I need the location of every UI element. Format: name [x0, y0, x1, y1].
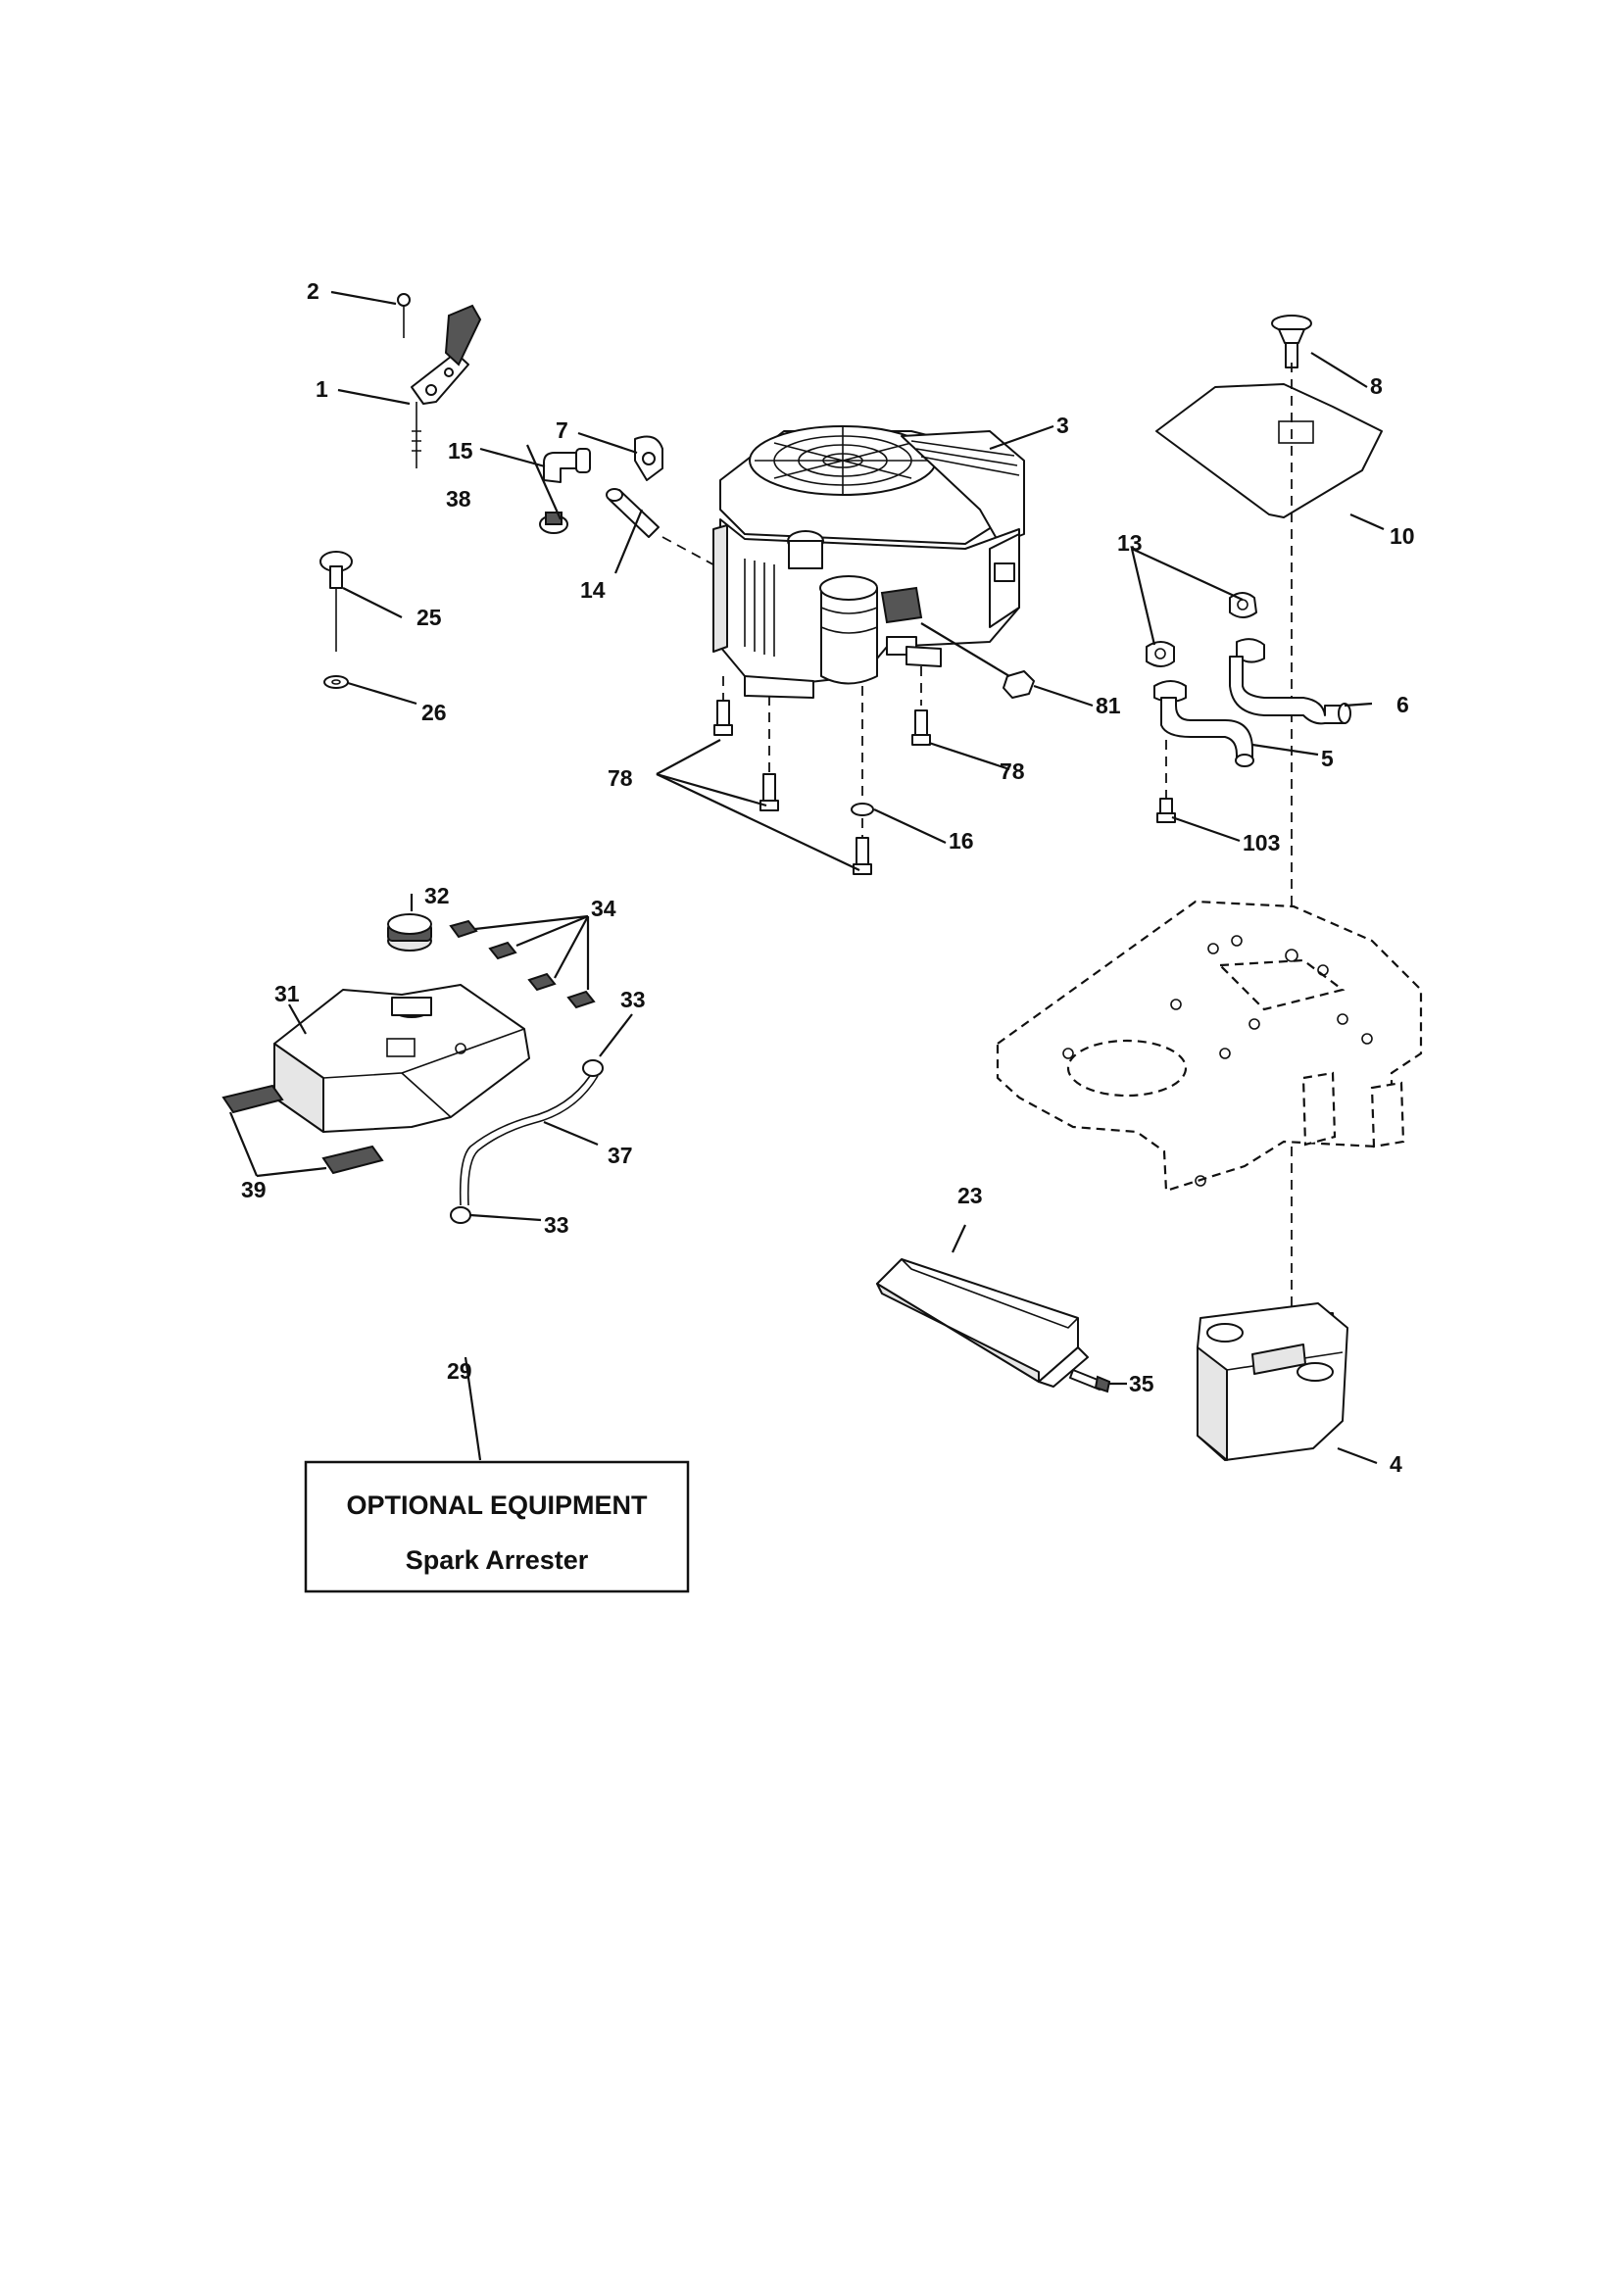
callout-78-right: 78 [1000, 758, 1025, 784]
callout-4: 4 [1390, 1451, 1402, 1477]
callout-33-upper: 33 [620, 987, 646, 1012]
optional-equipment-title: OPTIONAL EQUIPMENT [346, 1490, 648, 1520]
callout-29: 29 [447, 1358, 472, 1384]
fuel-line-assembly [450, 1059, 604, 1224]
callout-78-left: 78 [608, 765, 633, 791]
callout-38: 38 [446, 486, 471, 512]
callout-26: 26 [421, 700, 447, 725]
callout-25: 25 [416, 605, 442, 630]
throttle-control-assembly [397, 293, 482, 468]
callout-103: 103 [1243, 830, 1280, 855]
callout-10: 10 [1390, 523, 1415, 549]
muffler-deflector [876, 1258, 1111, 1393]
callout-31: 31 [274, 981, 300, 1006]
callout-37: 37 [608, 1143, 633, 1168]
callout-8: 8 [1370, 373, 1383, 399]
callout-32: 32 [424, 883, 450, 908]
engine-assembly [712, 425, 1025, 699]
callout-15: 15 [448, 438, 473, 464]
callout-81: 81 [1096, 693, 1121, 718]
leader-lines [228, 290, 1385, 1465]
callout-34: 34 [591, 896, 616, 921]
callout-7: 7 [556, 417, 568, 443]
callout-13: 13 [1117, 530, 1143, 556]
fuel-fittings [539, 435, 721, 569]
muffler-assembly [1197, 1147, 1348, 1461]
callout-39: 39 [241, 1177, 267, 1202]
callout-14: 14 [580, 577, 606, 603]
engine-mount-bolts [713, 622, 1035, 875]
callout-16: 16 [949, 828, 974, 854]
callout-35: 35 [1129, 1371, 1154, 1396]
callout-3: 3 [1056, 413, 1069, 438]
heat-shield-assembly [1155, 315, 1383, 960]
exhaust-pipes [1130, 548, 1351, 823]
callout-33-lower: 33 [544, 1212, 569, 1238]
callout-23: 23 [957, 1183, 983, 1208]
callout-5: 5 [1321, 746, 1334, 771]
optional-equipment-item: Spark Arrester [406, 1545, 589, 1575]
callout-2: 2 [307, 278, 319, 304]
engine-mount-frame [996, 900, 1423, 1193]
callout-labels: 2 1 3 4 5 6 7 8 10 13 14 15 16 23 25 26 … [241, 278, 1415, 1477]
dipstick-assembly [319, 551, 353, 689]
callout-6: 6 [1396, 692, 1409, 717]
callout-1: 1 [316, 376, 328, 402]
fuel-tank-assembly [221, 913, 596, 1175]
optional-equipment-box: OPTIONAL EQUIPMENT Spark Arrester [304, 1460, 690, 1593]
